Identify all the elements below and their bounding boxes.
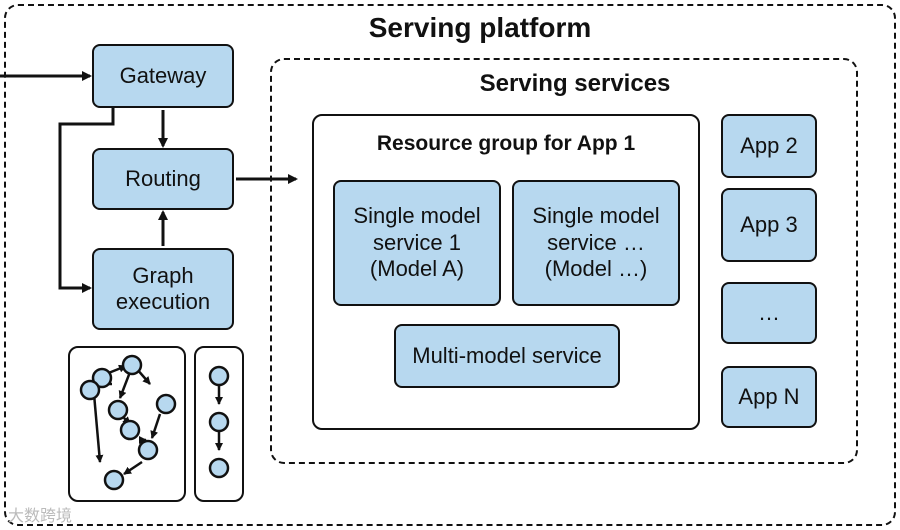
chain-nodes: [208, 365, 230, 479]
single-model-service-1: Single model service 1 (Model A): [333, 180, 501, 306]
gateway-label: Gateway: [119, 62, 207, 88]
multi-model-service: Multi-model service: [394, 324, 620, 388]
app-2-box: App 2: [721, 114, 817, 178]
graph-execution-label: Graph execution: [115, 262, 211, 314]
gateway-to-graph-arrow: [58, 108, 115, 293]
gateway-box: Gateway: [92, 44, 234, 108]
app-2-label: App 2: [740, 132, 798, 158]
multi-model-service-label: Multi-model service: [412, 342, 602, 368]
graph-execution-box: Graph execution: [92, 248, 234, 330]
routing-box: Routing: [92, 148, 234, 210]
serving-platform-boundary: [4, 4, 896, 526]
dag-nodes: [79, 354, 177, 491]
app-n-label: App N: [738, 383, 800, 409]
single-model-service-n: Single model service … (Model …): [512, 180, 680, 306]
single-model-service-1-label: Single model service 1 (Model A): [353, 203, 481, 282]
app-n-box: App N: [721, 366, 817, 428]
app-3-label: App 3: [740, 211, 798, 237]
app-3-box: App 3: [721, 188, 817, 262]
serving-services-title: Serving services: [479, 70, 671, 97]
single-model-service-n-label: Single model service … (Model …): [532, 203, 660, 282]
watermark: 大数跨境: [8, 508, 73, 525]
serving-services-boundary: [270, 58, 858, 464]
app-ellipsis-box: …: [721, 282, 817, 344]
resource-group-title: Resource group for App 1: [376, 132, 636, 155]
routing-label: Routing: [125, 165, 201, 191]
serving-platform-title: Serving platform: [368, 12, 592, 43]
app-ellipsis-label: …: [758, 299, 780, 325]
